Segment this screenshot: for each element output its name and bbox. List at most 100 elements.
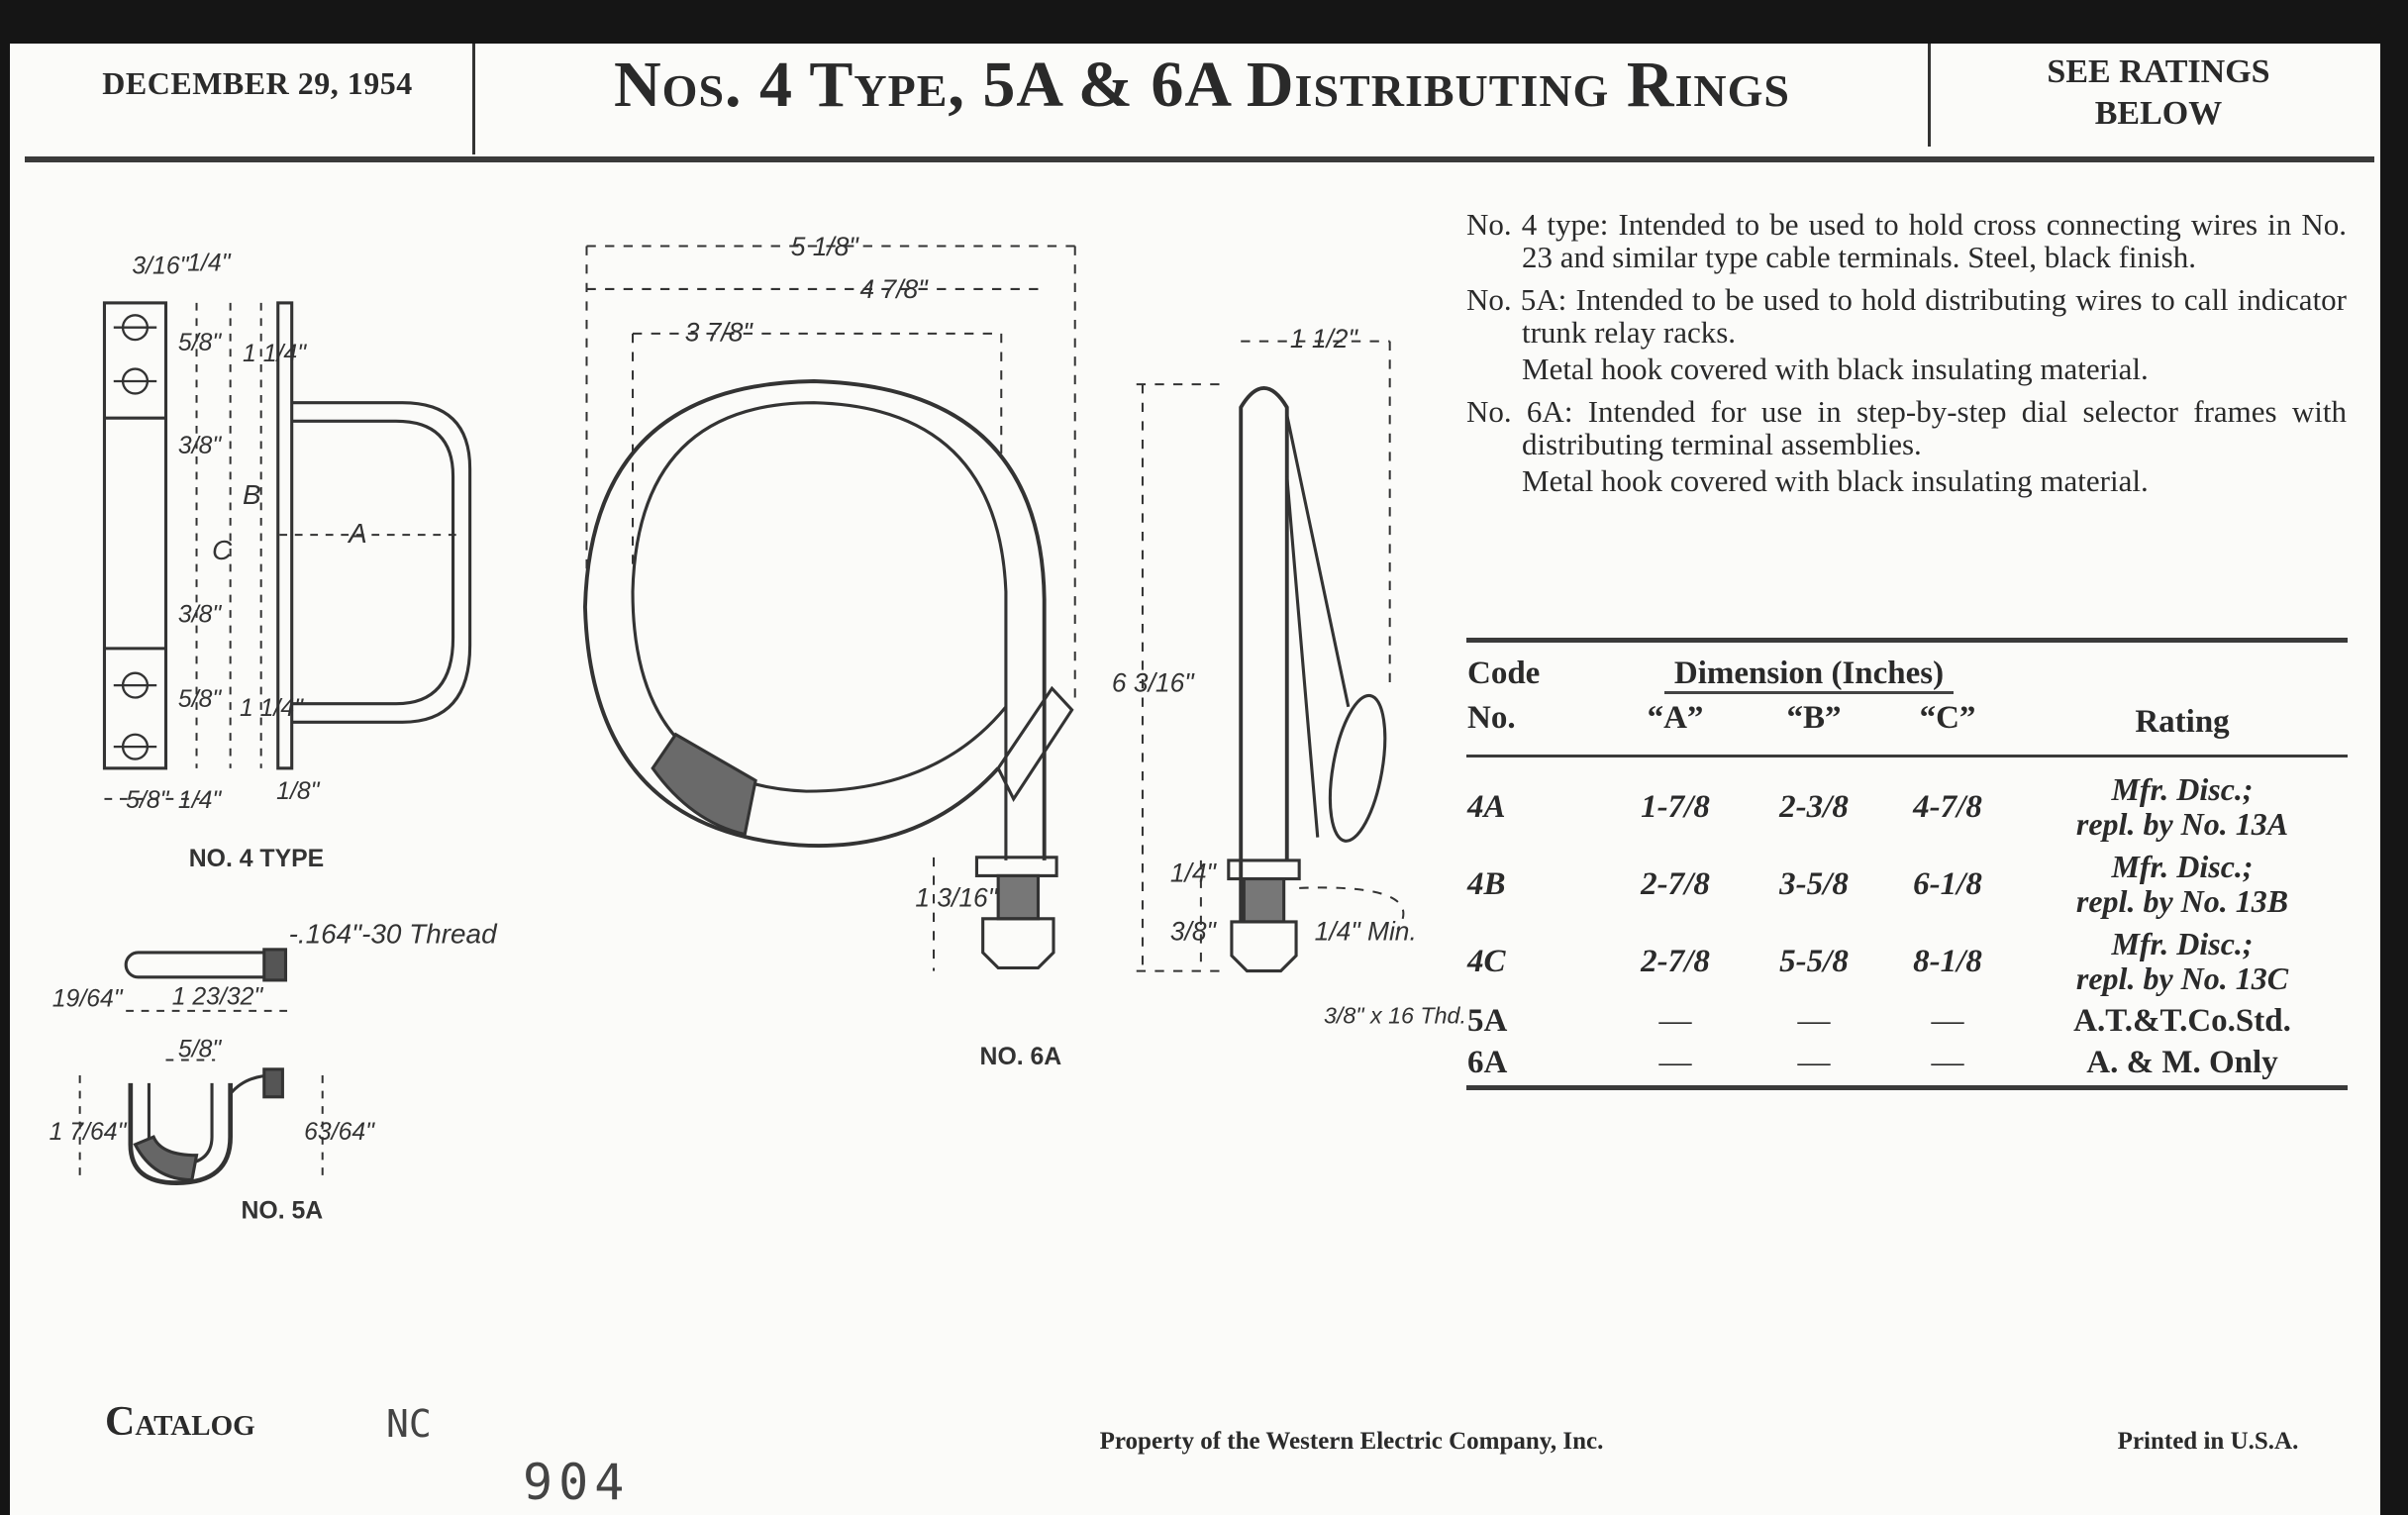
rating-line: repl. by No. 13A bbox=[2075, 806, 2289, 842]
dim-label: 5/8" bbox=[178, 330, 222, 356]
dim-label: 3/8" x 16 Thd. bbox=[1324, 1002, 1466, 1028]
description-lead: No. 6A: bbox=[1466, 394, 1573, 429]
table-header-rule bbox=[1466, 755, 2348, 758]
rating-line: Mfr. Disc.; bbox=[2111, 926, 2254, 961]
table-row: 4A 1-7/8 2-3/8 4-7/8 Mfr. Disc.;repl. by… bbox=[1466, 768, 2348, 846]
dim-label: C bbox=[212, 535, 233, 565]
hook-outer bbox=[291, 401, 472, 724]
ratings-note: SEE RATINGS BELOW bbox=[1933, 51, 2384, 135]
rating-line: repl. by No. 13C bbox=[2075, 960, 2289, 996]
description-lead: No. 4 type: bbox=[1466, 207, 1609, 242]
description-lead: No. 5A: bbox=[1466, 282, 1567, 317]
code-header: Code bbox=[1467, 656, 1541, 691]
rating-header: Rating bbox=[2135, 704, 2230, 740]
ratings-note-line1: SEE RATINGS bbox=[2047, 53, 2270, 90]
dim-c-cell: — bbox=[1931, 1002, 1964, 1039]
dim-label: 5 1/8" bbox=[791, 232, 860, 261]
insulation-hatch bbox=[133, 1135, 199, 1182]
hook-inner bbox=[291, 419, 455, 706]
side-arm-end bbox=[1328, 693, 1387, 843]
code-cell: 4B bbox=[1467, 865, 1506, 902]
descriptions: No. 4 type: Intended to be used to hold … bbox=[1466, 208, 2347, 507]
dim-label: 1 1/2" bbox=[1290, 324, 1359, 354]
drawing-no5a: -.164"-30 Thread 19/64" 1 23/32" 5/8" 1 … bbox=[50, 919, 498, 1225]
description-no6a: No. 6A: Intended for use in step-by-step… bbox=[1466, 395, 2347, 460]
header-rule bbox=[25, 156, 2374, 162]
nut bbox=[981, 917, 1055, 970]
rating-cell: A.T.&T.Co.Std. bbox=[2073, 1002, 2291, 1039]
rating-cell: A. & M. Only bbox=[2086, 1044, 2278, 1080]
hook-plate bbox=[276, 301, 294, 770]
rating-cell: Mfr. Disc.;repl. by No. 13C bbox=[2017, 923, 2348, 1000]
dim-c-cell: 8-1/8 bbox=[1913, 943, 1982, 979]
dim-label: 63/64" bbox=[304, 1119, 375, 1146]
drawing-no4-type: 3/16" 1/4" 5/8" 1 1/4" 3/8" B C A 3/8" 5… bbox=[102, 250, 472, 872]
ratings-table: Code Dimension (Inches) No. “A” “B” “C” … bbox=[1466, 634, 2348, 1083]
ring-outer bbox=[582, 379, 1047, 860]
ring-inner bbox=[631, 401, 1008, 860]
dim-a-cell: — bbox=[1658, 1002, 1692, 1039]
rating-line: Mfr. Disc.; bbox=[2111, 849, 2254, 884]
dim-b-cell: 2-3/8 bbox=[1779, 788, 1849, 825]
ring-end bbox=[996, 685, 1074, 802]
header-divider bbox=[472, 44, 475, 154]
rating-cell: Mfr. Disc.;repl. by No. 13B bbox=[2017, 846, 2348, 923]
table-row: 6A — — — A. & M. Only bbox=[1466, 1042, 2348, 1083]
dim-label: 5/8" bbox=[178, 1036, 222, 1062]
paper-sheet bbox=[10, 44, 2380, 1515]
table-top-rule bbox=[1466, 638, 2348, 643]
insulation-hatch bbox=[651, 732, 757, 837]
dim-a-cell: 2-7/8 bbox=[1641, 865, 1710, 902]
code-cell: 4A bbox=[1467, 788, 1506, 825]
description-extra: Metal hook covered with black insulating… bbox=[1522, 352, 2149, 386]
page-title: Nos. 4 Type, 5A & 6A Distributing Rings bbox=[614, 49, 1790, 121]
dim-label: 3/16" bbox=[132, 252, 189, 279]
table-header-row: Code Dimension (Inches) bbox=[1466, 634, 2348, 694]
code-cell: 5A bbox=[1467, 1002, 1508, 1039]
drawing-no6a: 5 1/8" 4 7/8" 3 7/8" 1 1/2" 6 3/16" 1 3/… bbox=[582, 232, 1466, 1070]
dim-b-cell: 3-5/8 bbox=[1779, 865, 1849, 902]
table-row: 5A — — — A.T.&T.Co.Std. bbox=[1466, 1000, 2348, 1042]
printed-notice: Printed in U.S.A. bbox=[2117, 1428, 2299, 1455]
screw-hole-icons bbox=[113, 314, 157, 760]
table-row: 4B 2-7/8 3-5/8 6-1/8 Mfr. Disc.;repl. by… bbox=[1466, 846, 2348, 923]
ratings-note-line2: BELOW bbox=[2094, 95, 2223, 132]
dim-label: 6 3/16" bbox=[1112, 667, 1195, 697]
col-b-header: “B” bbox=[1786, 699, 1842, 736]
header-divider bbox=[1928, 44, 1931, 147]
rating-line: Mfr. Disc.; bbox=[2111, 771, 2254, 807]
dim-c-cell: 6-1/8 bbox=[1913, 865, 1982, 902]
side-rod bbox=[1239, 386, 1289, 922]
dim-label: 1/4" bbox=[1170, 858, 1218, 888]
ring-u bbox=[128, 1082, 233, 1185]
dim-b-cell: 5-5/8 bbox=[1779, 943, 1849, 979]
dim-label: 1/4" bbox=[187, 250, 231, 276]
rating-cell: Mfr. Disc.;repl. by No. 13A bbox=[2017, 768, 2348, 846]
code-cell: 4C bbox=[1467, 943, 1506, 979]
header-date: DECEMBER 29, 1954 bbox=[102, 65, 413, 101]
caption-no6a: NO. 6A bbox=[980, 1044, 1062, 1070]
rating-line: repl. by No. 13B bbox=[2075, 883, 2289, 919]
handwritten-nc: NC bbox=[386, 1402, 432, 1446]
dim-label: A bbox=[347, 518, 367, 549]
caption-no4-type: NO. 4 TYPE bbox=[189, 846, 324, 872]
dim-label: 1/4" Min. bbox=[1315, 917, 1417, 947]
dim-label: 1 1/4" bbox=[243, 341, 307, 367]
dim-label: 1/8" bbox=[276, 778, 320, 805]
col-c-header: “C” bbox=[1919, 699, 1976, 736]
table-header-row: No. “A” “B” “C” Rating bbox=[1466, 693, 2348, 743]
property-notice: Property of the Western Electric Company… bbox=[1099, 1428, 1604, 1455]
caption-no5a: NO. 5A bbox=[242, 1197, 324, 1224]
description-text: Intended to be used to hold cross connec… bbox=[1522, 207, 2347, 274]
dim-label: 1 23/32" bbox=[172, 984, 264, 1011]
dim-label: 1 7/64" bbox=[50, 1119, 128, 1146]
dimension-lines bbox=[104, 302, 461, 800]
dim-label: 3 7/8" bbox=[685, 318, 754, 348]
dim-a-cell: 2-7/8 bbox=[1641, 943, 1710, 979]
dim-label: 3/8" bbox=[178, 602, 222, 629]
dim-c-cell: — bbox=[1931, 1044, 1964, 1080]
dim-label: 3/8" bbox=[178, 433, 222, 459]
description-no5a: No. 5A: Intended to be used to hold dist… bbox=[1466, 283, 2347, 349]
